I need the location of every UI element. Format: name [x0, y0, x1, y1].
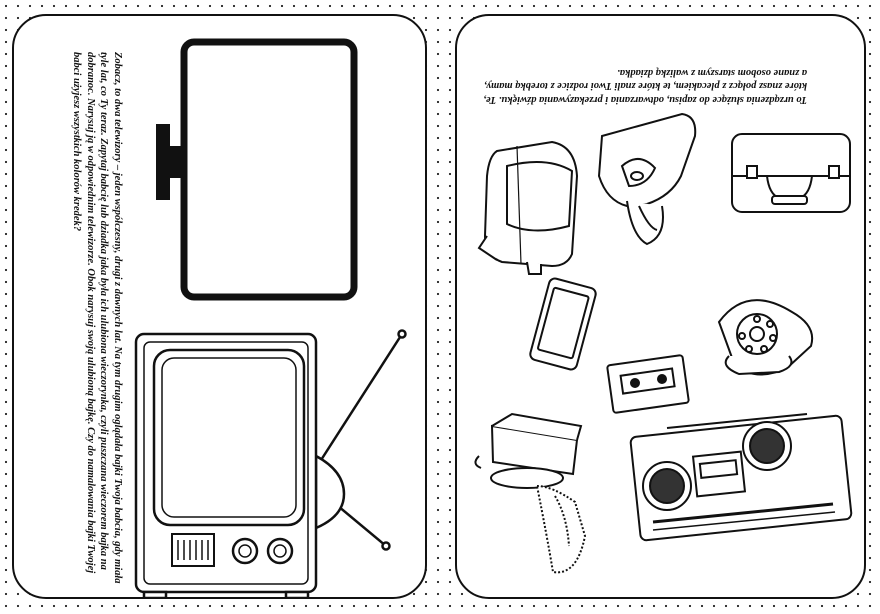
boombox-icon — [629, 413, 853, 542]
suitcase-icon — [731, 133, 851, 213]
right-worksheet-card: To urządzenia służące do zapisu, odtwarz… — [455, 14, 866, 599]
right-illustrations — [474, 112, 853, 574]
rotary-phone-icon — [717, 299, 814, 376]
left-worksheet-card: Zobacz, to dwa telewizory – jeden współc… — [12, 14, 427, 599]
gramophone-icon — [474, 412, 587, 574]
retro-tv-icon — [134, 329, 407, 597]
cassette-icon — [606, 354, 690, 414]
handbag-icon — [597, 112, 697, 246]
left-illustrations — [134, 38, 407, 597]
backpack-icon — [477, 140, 579, 275]
modern-tv-icon — [156, 38, 358, 301]
smartphone-icon — [529, 277, 597, 371]
